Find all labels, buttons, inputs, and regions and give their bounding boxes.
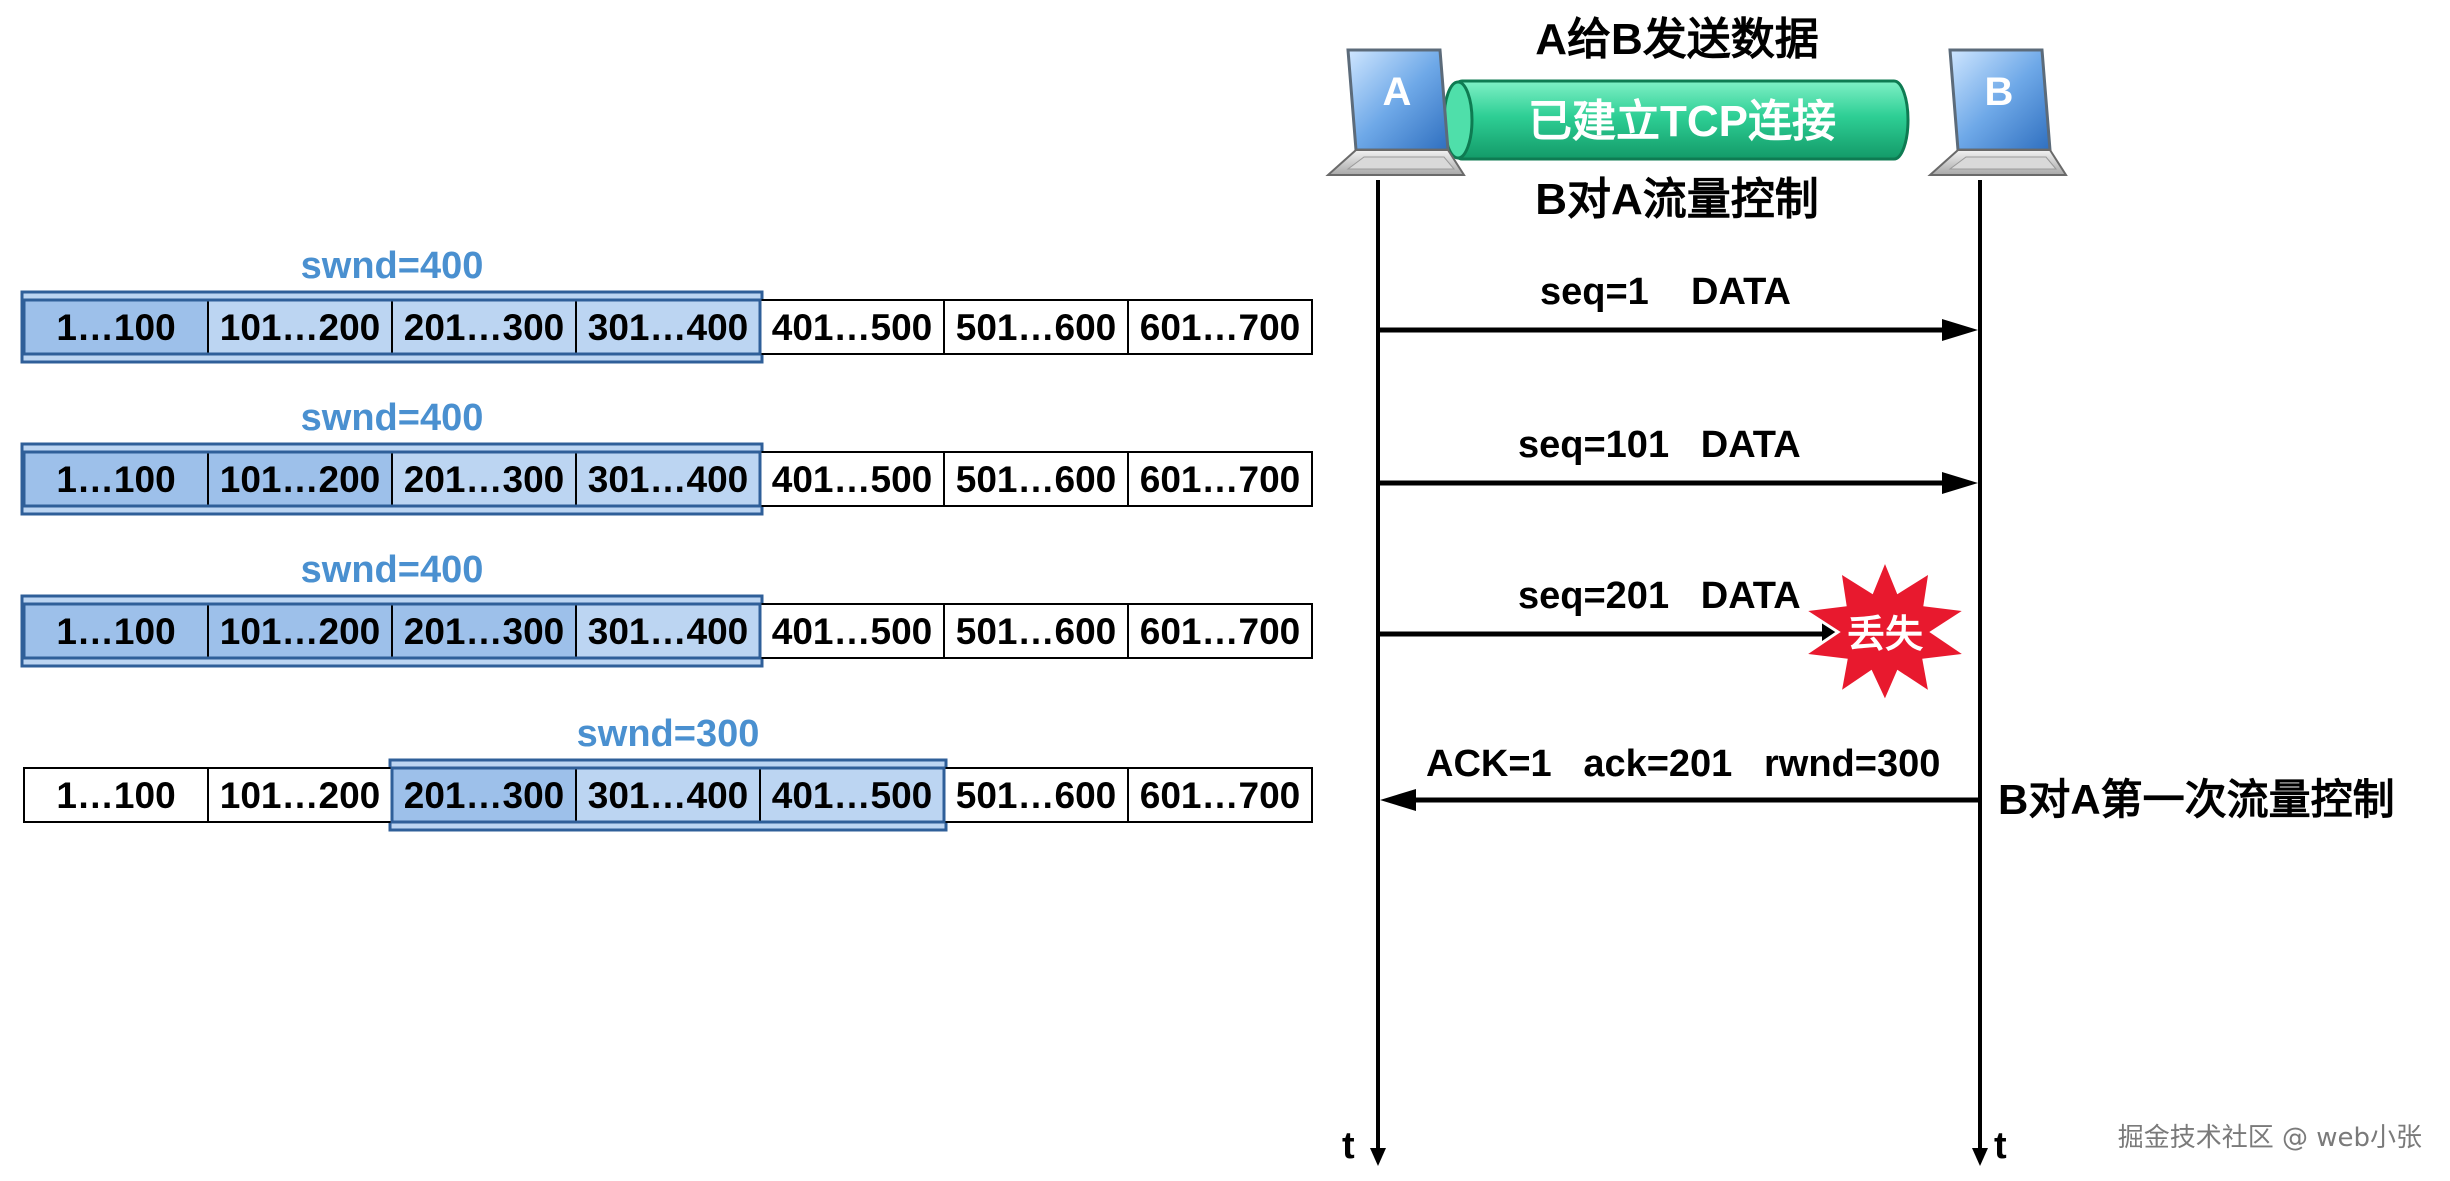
swnd-label: swnd=400 [301, 549, 484, 591]
swnd-label: swnd=400 [301, 397, 484, 439]
segment-label: 601…700 [1140, 611, 1300, 652]
segment-label: 501…600 [956, 459, 1116, 500]
segment-label: 201…300 [404, 307, 564, 348]
segment-cell [943, 451, 1129, 507]
window-row-2: swnd=400 1…100 101…200 201…300 301…400 401…50… [20, 397, 1313, 516]
segment-label: 401…500 [772, 775, 932, 816]
segment-cell [207, 767, 393, 823]
segment-cell [207, 451, 393, 507]
message-ack: ACK=1 ack=201 rwnd=300 [1380, 743, 1980, 811]
segment-cell [943, 299, 1129, 355]
host-b-label: B [1985, 70, 2014, 114]
segment-label: 501…600 [956, 775, 1116, 816]
segment-label: 501…600 [956, 611, 1116, 652]
segment-label: 301…400 [588, 775, 748, 816]
message-seq1: seq=1 DATA [1378, 271, 1978, 341]
segment-cell [1127, 299, 1313, 355]
segment-label: 101…200 [220, 775, 380, 816]
segment-label: 601…700 [1140, 459, 1300, 500]
segment-label: 501…600 [956, 307, 1116, 348]
send-window-outline [22, 298, 762, 356]
host-b-laptop-icon: B [1927, 48, 2068, 176]
segment-cell [1127, 451, 1313, 507]
loss-star-icon: 丢失 [1799, 556, 1971, 706]
send-window-outline [22, 602, 762, 660]
segment-cell [207, 299, 393, 355]
diagram-subtitle: B对A流量控制 [1535, 175, 1819, 224]
sliding-window-rows: swnd=400 1…100 101…200 201…300 301…400 401…50… [20, 245, 1313, 832]
segment-label: 601…700 [1140, 775, 1300, 816]
message-seq1-label: seq=1 DATA [1540, 271, 1791, 313]
timeline-a: t [1342, 180, 1386, 1167]
segment-label: 1…100 [56, 775, 175, 816]
segment-label: 301…400 [588, 459, 748, 500]
flow-control-note: B对A第一次流量控制 [1998, 776, 2395, 823]
segment-label: 201…300 [404, 459, 564, 500]
swnd-label: swnd=400 [301, 245, 484, 287]
segment-cell [391, 767, 577, 823]
segment-label: 301…400 [588, 307, 748, 348]
timeline-b-time-label: t [1994, 1125, 2007, 1167]
segment-label: 101…200 [220, 307, 380, 348]
segment-cell [207, 603, 393, 659]
segment-cell [943, 603, 1129, 659]
loss-label: 丢失 [1847, 614, 1924, 656]
message-seq201-label: seq=201 DATA [1518, 575, 1801, 617]
message-ack-label: ACK=1 ack=201 rwnd=300 [1426, 743, 1940, 785]
segment-label: 201…300 [404, 611, 564, 652]
segment-cell [391, 299, 577, 355]
segment-label: 101…200 [220, 459, 380, 500]
watermark: 掘金技术社区 @ web小张 [2117, 1123, 2422, 1153]
segment-label: 1…100 [56, 611, 175, 652]
segment-cell [391, 603, 577, 659]
segment-cell [23, 451, 209, 507]
timeline-b: t [1972, 180, 2007, 1167]
host-a-label: A [1383, 70, 1412, 114]
swnd-label: swnd=300 [577, 713, 760, 755]
send-window-outline [390, 766, 946, 824]
segment-cell [1127, 767, 1313, 823]
message-seq101: seq=101 DATA [1378, 424, 1978, 494]
message-seq101-label: seq=101 DATA [1518, 424, 1801, 466]
window-row-1: swnd=400 1…100 101…200 201…300 301…400 401…50… [20, 245, 1313, 364]
segment-label: 201…300 [404, 775, 564, 816]
segment-label: 601…700 [1140, 307, 1300, 348]
segment-cell [575, 603, 761, 659]
send-window-outline [22, 450, 762, 508]
tcp-connection-pipe: 已建立TCP连接 [1442, 79, 1910, 161]
segment-label: 1…100 [56, 307, 175, 348]
timeline-a-time-label: t [1342, 1125, 1355, 1167]
tcp-connection-label: 已建立TCP连接 [1528, 97, 1836, 146]
message-seq201: seq=201 DATA [1378, 575, 1858, 645]
diagram-title: A给B发送数据 [1535, 15, 1819, 64]
window-row-3: swnd=400 1…100 101…200 201…300 301…400 401…50… [20, 549, 1313, 668]
segment-label: 101…200 [220, 611, 380, 652]
segment-cell [759, 603, 945, 659]
segment-label: 1…100 [56, 459, 175, 500]
host-a-laptop-icon: A [1325, 48, 1466, 176]
segment-label: 301…400 [588, 611, 748, 652]
segment-cell [1127, 603, 1313, 659]
segment-label: 401…500 [772, 307, 932, 348]
segment-label: 401…500 [772, 611, 932, 652]
window-row-4: swnd=300 1…100 101…200 201…300 301…400 401…50… [23, 713, 1313, 832]
segment-label: 401…500 [772, 459, 932, 500]
